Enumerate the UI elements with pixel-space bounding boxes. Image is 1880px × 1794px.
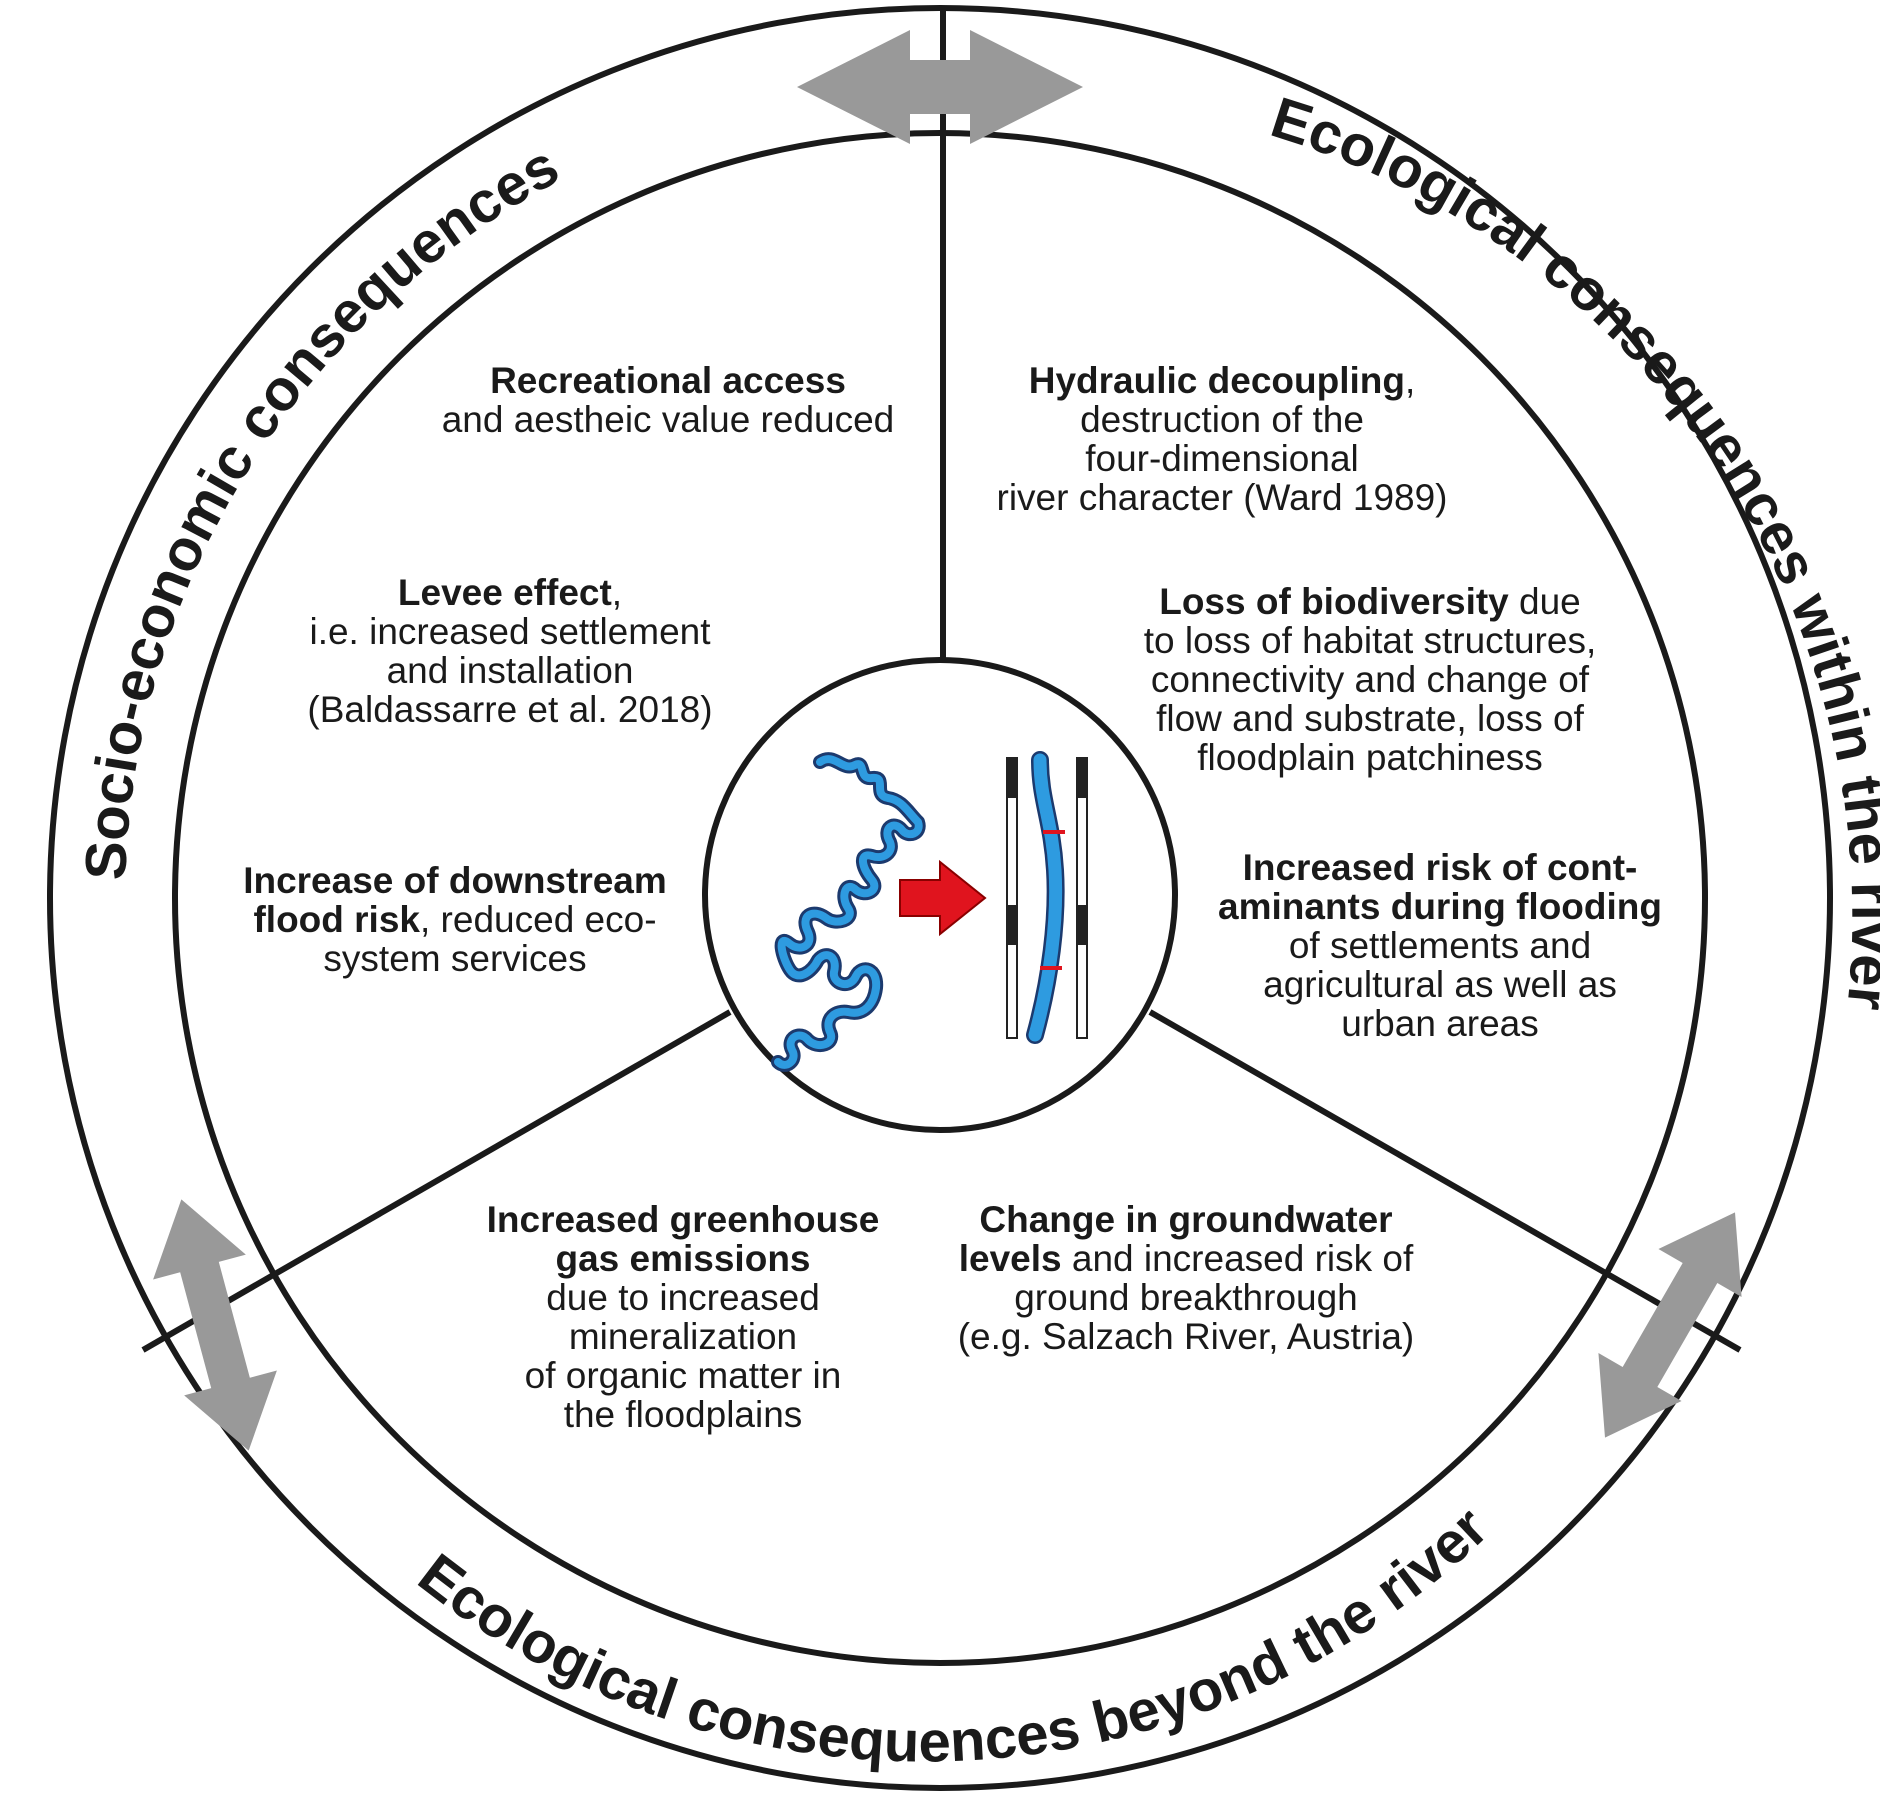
text-run: system services: [323, 938, 586, 979]
text-run: ,: [612, 572, 622, 613]
text-run: urban areas: [1341, 1003, 1538, 1044]
text-run: levels: [959, 1238, 1062, 1279]
text-run: Change in groundwater: [979, 1199, 1392, 1240]
text-run: mineralization: [569, 1316, 797, 1357]
text-run: of settlements and: [1289, 925, 1591, 966]
double-headed-arrow-icon: [797, 30, 1083, 144]
divider-right: [1148, 1009, 1742, 1353]
ring-label-socio-economic: Socio-economic consequences: [73, 133, 569, 881]
text-run: Increased risk of cont-: [1243, 847, 1638, 888]
text-run: river character (Ward 1989): [997, 477, 1448, 518]
text-run: , reduced eco-: [420, 899, 657, 940]
text-run: floodplain patchiness: [1197, 737, 1543, 778]
ring-label-ecological-beyond: Ecological consequences beyond the river: [407, 1495, 1500, 1775]
text-run: of organic matter in: [525, 1355, 842, 1396]
text-run: and installation: [387, 650, 634, 691]
double-headed-arrow-icon: [1598, 1212, 1742, 1438]
double-headed-arrow-icon: [153, 1199, 277, 1451]
text-run: the floodplains: [564, 1394, 803, 1435]
text-run: to loss of habitat structures,: [1144, 620, 1596, 661]
meandering-river-icon: [771, 752, 926, 1072]
text-run: ,: [1405, 360, 1415, 401]
text-run: (Baldassarre et al. 2018): [307, 689, 712, 730]
text-run: flood risk: [253, 899, 420, 940]
text-run: Hydraulic decoupling: [1029, 360, 1405, 401]
red-arrow-icon: [899, 859, 987, 937]
text-run: i.e. increased settlement: [309, 611, 711, 652]
text-run: Increased greenhouse: [487, 1199, 880, 1240]
text-run: due: [1509, 581, 1581, 622]
text-run: four-dimensional: [1085, 438, 1359, 479]
text-run: gas emissions: [555, 1238, 810, 1279]
divider-left: [141, 1009, 732, 1353]
text-run: and aestheic value reduced: [442, 399, 895, 440]
text-run: flow and substrate, loss of: [1156, 698, 1584, 739]
text-run: and increased risk of: [1062, 1238, 1414, 1279]
text-run: due to increased: [546, 1277, 820, 1318]
block-contaminants-risk: Increased risk of cont-aminants during f…: [1218, 847, 1662, 1044]
text-run: Recreational access: [490, 360, 846, 401]
text-run: connectivity and change of: [1151, 659, 1590, 700]
text-run: Loss of biodiversity: [1159, 581, 1509, 622]
text-run: (e.g. Salzach River, Austria): [958, 1316, 1415, 1357]
text-run: agricultural as well as: [1263, 964, 1617, 1005]
text-run: ground breakthrough: [1014, 1277, 1358, 1318]
channelized-river-icon: [1006, 751, 1088, 1044]
text-run: aminants during flooding: [1218, 886, 1662, 927]
text-run: Levee effect: [398, 572, 612, 613]
text-run: Increase of downstream: [243, 860, 667, 901]
text-run: destruction of the: [1080, 399, 1364, 440]
